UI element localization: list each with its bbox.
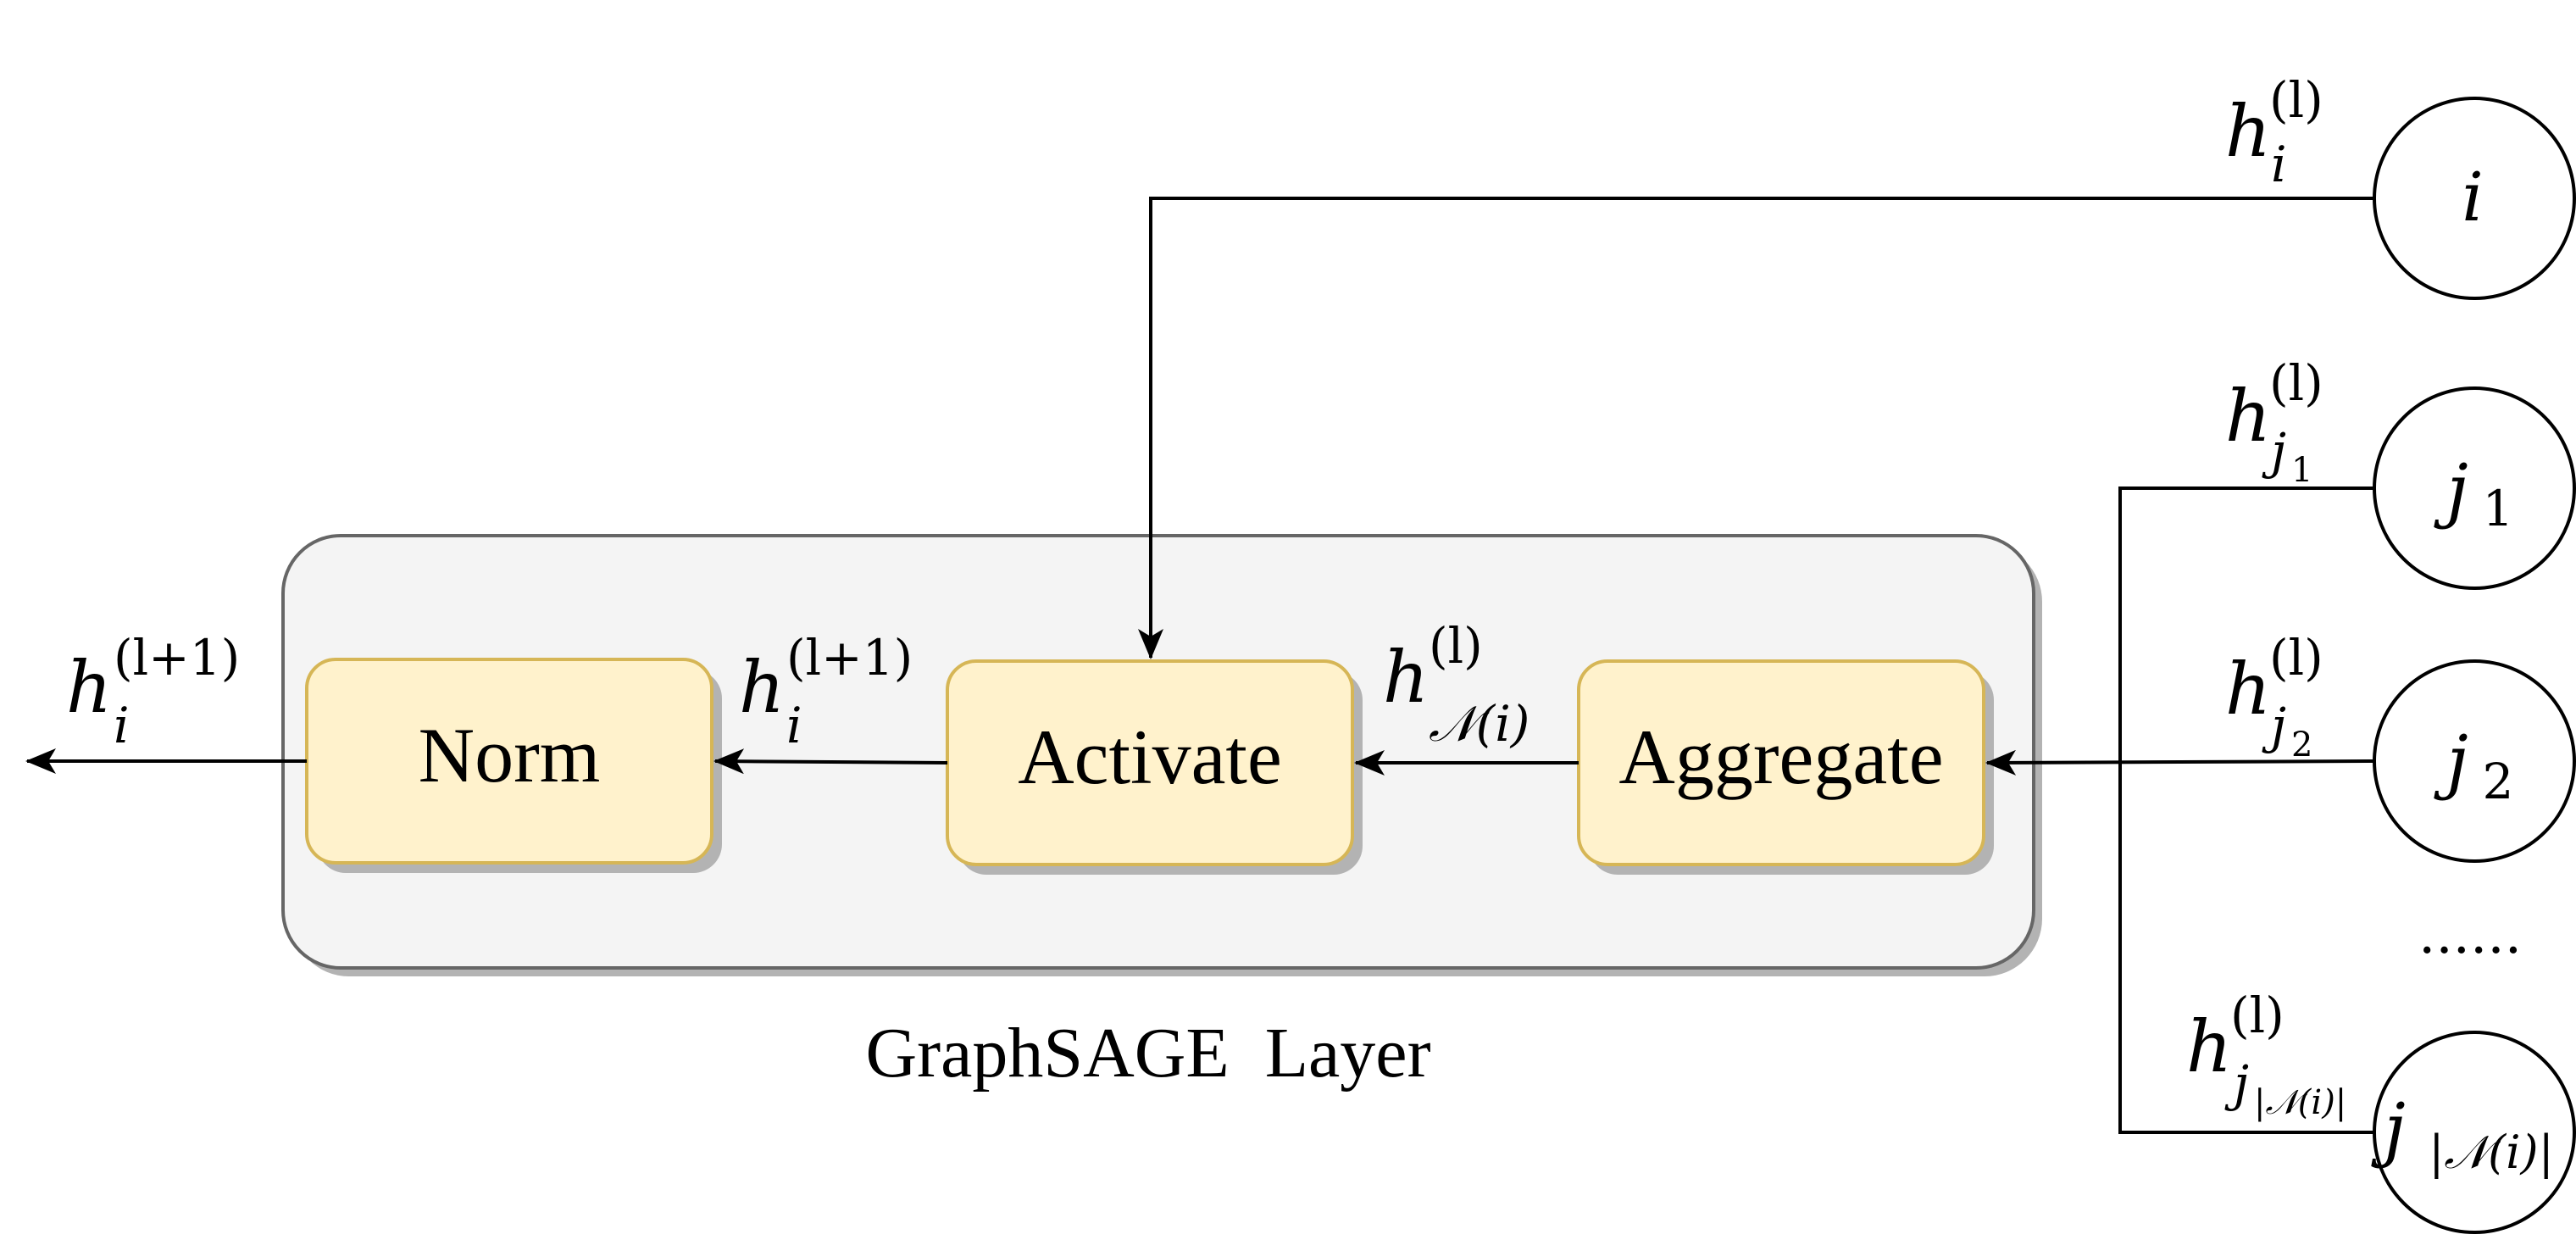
- connector-j1-bus: [2118, 486, 2374, 1134]
- svg-text:(l): (l): [2269, 71, 2323, 129]
- label-h-j1-l: h (l) j 1: [2225, 354, 2323, 490]
- svg-text:h: h: [739, 646, 785, 729]
- svg-text:(l): (l): [2269, 354, 2323, 412]
- svg-text:h: h: [66, 646, 112, 729]
- label-h-jn-l: h (l) j |𝒩(i)|: [2186, 987, 2346, 1122]
- svg-text:(l): (l): [1429, 617, 1483, 675]
- svg-text:1: 1: [2483, 480, 2514, 537]
- svg-text:|𝒩(i)|: |𝒩(i)|: [2254, 1083, 2346, 1122]
- svg-text:𝒩(i): 𝒩(i): [1429, 695, 1530, 753]
- svg-text:(l): (l): [2230, 987, 2285, 1044]
- connector-activate-to-norm: [713, 748, 948, 775]
- label-h-j2-l: h (l) j 2: [2225, 629, 2323, 764]
- svg-text:h: h: [1383, 636, 1429, 719]
- label-h-i-l1-inner: h (l+1) i: [739, 629, 913, 754]
- svg-text:|𝒩(i)|: |𝒩(i)|: [2429, 1126, 2554, 1179]
- svg-text:i: i: [2271, 136, 2287, 193]
- svg-text:h: h: [2225, 648, 2271, 731]
- norm-label: Norm: [419, 712, 601, 798]
- aggregate-label: Aggregate: [1618, 714, 1943, 800]
- svg-text:(l+1): (l+1): [114, 629, 240, 687]
- node-i-label: i: [2462, 158, 2484, 236]
- svg-text:h: h: [2225, 90, 2271, 173]
- norm-block: Norm: [305, 658, 722, 873]
- label-h-i-l1-output: h (l+1) i: [66, 629, 240, 754]
- node-j2: [2373, 659, 2576, 863]
- activate-block: Activate: [946, 659, 1363, 875]
- layer-caption: GraphSAGE Layer: [865, 1014, 1430, 1093]
- node-jn-label: j |𝒩(i)|: [2371, 1089, 2553, 1179]
- svg-text:(l): (l): [2269, 629, 2323, 687]
- ellipsis: ......: [2418, 904, 2522, 966]
- svg-text:h: h: [2225, 375, 2271, 458]
- connector-i-to-activate: [1138, 197, 2374, 659]
- node-j1: [2373, 386, 2576, 590]
- connector-j2-to-aggregate: [1985, 749, 2375, 776]
- label-h-ni-l: h (l) 𝒩(i): [1383, 617, 1530, 753]
- svg-text:2: 2: [2291, 726, 2312, 764]
- activate-label: Activate: [1018, 714, 1282, 800]
- svg-text:2: 2: [2483, 753, 2514, 810]
- svg-text:(l+1): (l+1): [786, 629, 913, 687]
- label-h-i-l: h (l) i: [2225, 71, 2323, 193]
- svg-text:h: h: [2186, 1005, 2232, 1088]
- svg-text:1: 1: [2291, 451, 2312, 490]
- svg-text:i: i: [114, 697, 130, 754]
- aggregate-block: Aggregate: [1577, 659, 1994, 875]
- svg-text:i: i: [786, 697, 802, 754]
